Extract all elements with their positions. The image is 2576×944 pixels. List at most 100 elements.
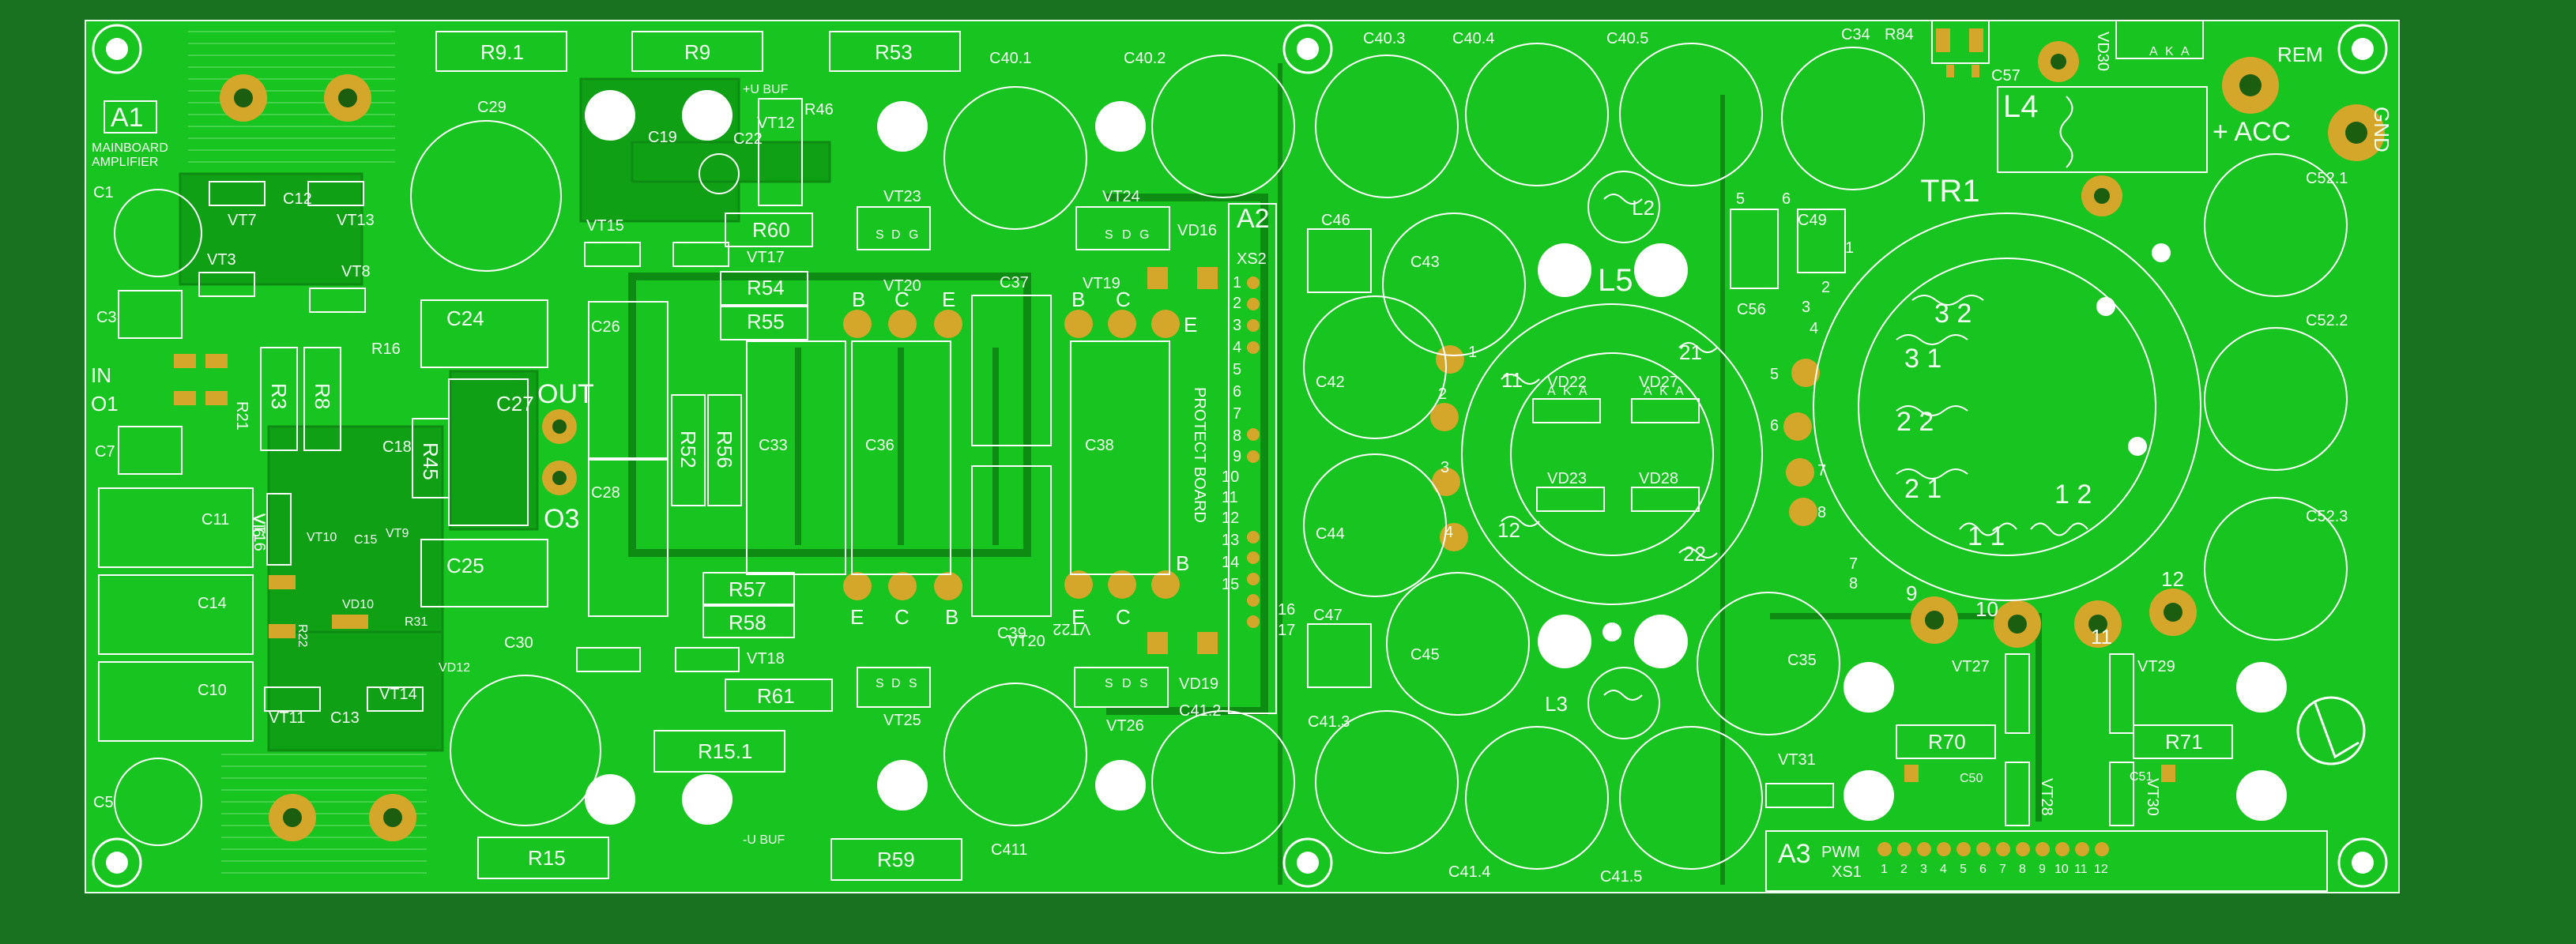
svg-text:VI6: VI6 [249, 513, 266, 537]
svg-text:C7: C7 [95, 443, 115, 461]
net-ubuf-neg-label: -U BUF [743, 833, 785, 847]
mounting-holes [92, 24, 2388, 888]
svg-text:B: B [945, 605, 958, 629]
brand-logo [2296, 696, 2366, 765]
svg-text:C: C [894, 288, 910, 311]
svg-text:VT23: VT23 [883, 188, 921, 205]
svg-text:VT9: VT9 [386, 527, 409, 540]
svg-text:C57: C57 [1991, 67, 2021, 85]
svg-text:C13: C13 [330, 709, 360, 727]
svg-text:7: 7 [1817, 462, 1826, 480]
sub-board-outlines [1228, 20, 2328, 892]
svg-text:VT16: VT16 [250, 513, 268, 551]
svg-text:3: 3 [1802, 299, 1810, 316]
svg-text:C24: C24 [446, 307, 484, 330]
svg-text:8: 8 [1817, 504, 1826, 521]
svg-text:6: 6 [1782, 190, 1791, 208]
svg-text:E: E [1071, 605, 1085, 629]
svg-text:E: E [1184, 313, 1197, 337]
net-in-label: IN [91, 363, 111, 387]
inductor-l4-label: L4 [2003, 89, 2039, 124]
svg-text:VT11: VT11 [269, 709, 305, 727]
svg-text:VD16: VD16 [1177, 222, 1217, 239]
svg-text:R31: R31 [405, 615, 427, 629]
svg-text:R60: R60 [752, 218, 790, 242]
svg-text:C10: C10 [198, 682, 227, 699]
xs2-pads [1247, 276, 1260, 628]
svg-text:C44: C44 [1316, 525, 1345, 543]
svg-text:C56: C56 [1737, 301, 1766, 318]
svg-text:C30: C30 [504, 634, 533, 652]
svg-text:E: E [850, 605, 864, 629]
svg-text:R21: R21 [233, 401, 250, 431]
svg-text:C: C [1116, 605, 1131, 629]
svg-text:VT31: VT31 [1778, 751, 1816, 769]
svg-text:3: 3 [1920, 863, 1927, 876]
svg-text:VT30: VT30 [2144, 778, 2161, 816]
net-labels: IN O1 OUT O3 +U BUF -U BUF REM + ACC GND [91, 43, 2393, 847]
tr-pin-22: 2 2 [1896, 407, 1934, 437]
svg-text:2: 2 [1900, 863, 1908, 876]
svg-text:VD27: VD27 [1639, 374, 1678, 391]
module-labels: A1 MAINBOARD AMPLIFIER A2 A3 PWM XS1 XS2… [92, 100, 1862, 881]
svg-text:S: S [1139, 677, 1148, 690]
svg-text:12: 12 [2094, 863, 2108, 876]
svg-text:B: B [1176, 551, 1189, 575]
svg-text:VT14: VT14 [379, 686, 417, 703]
svg-text:C52.3: C52.3 [2306, 508, 2348, 525]
svg-text:5: 5 [1770, 366, 1779, 383]
svg-text:C18: C18 [382, 438, 412, 456]
module-a2-tag: A2 [1237, 204, 1270, 234]
svg-text:C40.2: C40.2 [1124, 50, 1166, 67]
connector-xs1-label: XS1 [1832, 863, 1862, 881]
svg-text:9: 9 [1233, 448, 1241, 465]
heatsink-pads [220, 41, 2385, 841]
svg-text:C51: C51 [2130, 770, 2152, 784]
svg-text:A: A [2149, 45, 2158, 58]
tr-lead-22: 22 [1683, 542, 1706, 566]
svg-text:17: 17 [1278, 622, 1295, 639]
svg-text:7: 7 [1849, 555, 1858, 573]
svg-text:A: A [1644, 385, 1652, 398]
svg-text:9: 9 [1906, 581, 1917, 605]
net-o3-label: O3 [544, 504, 579, 534]
svg-text:C41.4: C41.4 [1448, 863, 1490, 881]
net-ubuf-pos-label: +U BUF [743, 83, 789, 96]
module-a3-title: PWM [1821, 844, 1860, 861]
net-acc-label: + ACC [2213, 117, 2291, 147]
drill-holes [585, 90, 2287, 825]
svg-text:15: 15 [1222, 576, 1239, 593]
svg-text:D: D [891, 677, 901, 690]
svg-text:C40.1: C40.1 [989, 50, 1031, 67]
svg-text:14: 14 [1222, 554, 1239, 571]
transformer-label: TR1 [1920, 174, 1980, 209]
svg-text:8: 8 [1233, 427, 1241, 445]
svg-text:5: 5 [1736, 190, 1745, 208]
svg-text:R59: R59 [877, 848, 915, 871]
svg-text:6: 6 [1770, 417, 1779, 434]
transistor-labels: VT3 VT7 VT8 VT9 VT10 VT11 VT12 VT13 VT14… [207, 115, 2175, 816]
svg-text:3: 3 [1441, 459, 1449, 476]
svg-text:C40.5: C40.5 [1606, 30, 1648, 47]
svg-text:8: 8 [1849, 575, 1858, 592]
svg-text:VT27: VT27 [1952, 658, 1990, 675]
svg-text:G: G [1139, 228, 1149, 242]
svg-text:1: 1 [1845, 239, 1854, 257]
electrolytic-caps [114, 43, 2348, 870]
svg-text:C1: C1 [93, 184, 114, 201]
svg-text:VT28: VT28 [2038, 778, 2055, 816]
svg-text:VD10: VD10 [342, 598, 374, 611]
svg-text:1: 1 [1468, 344, 1477, 361]
transistor-outlines [198, 98, 2134, 826]
svg-text:C22: C22 [733, 130, 763, 148]
module-a3-tag: A3 [1778, 839, 1811, 869]
svg-text:16: 16 [1278, 601, 1295, 619]
xs1-pads [1877, 842, 2109, 856]
svg-text:C26: C26 [591, 318, 620, 336]
svg-text:C28: C28 [591, 484, 620, 502]
inductor-l5-label: L5 [1598, 263, 1633, 298]
svg-text:4: 4 [1810, 320, 1818, 337]
svg-text:2: 2 [1438, 385, 1447, 403]
tr-pin-32: 3 2 [1934, 299, 1972, 329]
inductor-l2-label: L2 [1632, 196, 1655, 220]
